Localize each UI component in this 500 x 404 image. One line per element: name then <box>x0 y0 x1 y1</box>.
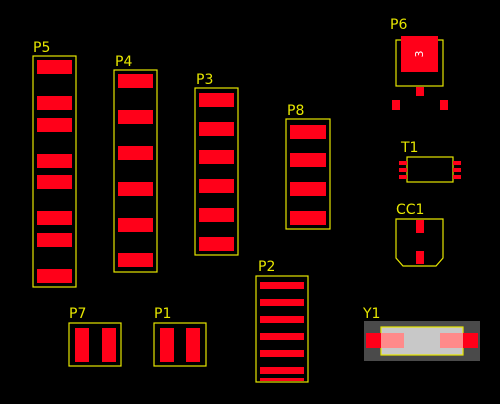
t1-pad-4 <box>453 161 461 165</box>
component-p5[interactable]: P5 <box>32 40 77 288</box>
p3-pad-4 <box>199 179 234 193</box>
component-y1[interactable]: Y1 <box>362 306 480 361</box>
p8-label: P8 <box>287 103 304 119</box>
p4-pad-2 <box>118 110 153 124</box>
p6-pad-1 <box>392 100 400 110</box>
component-p1[interactable]: P1 <box>153 306 207 367</box>
p2-pad-2 <box>260 299 304 306</box>
p1-outline <box>153 322 207 367</box>
cc1-label: CC1 <box>396 202 424 218</box>
p2-pad-6 <box>260 367 304 374</box>
p4-pad-6 <box>118 253 153 267</box>
p4-pad-1 <box>118 74 153 88</box>
p5-label: P5 <box>33 40 50 56</box>
p2-outline <box>255 275 309 383</box>
t1-pad-2 <box>399 168 407 172</box>
p6-pad-2 <box>440 100 448 110</box>
p2-pad-7 <box>260 378 304 381</box>
p3-outline <box>194 87 239 256</box>
component-p4[interactable]: P4 <box>113 54 158 273</box>
p4-pad-5 <box>118 218 153 232</box>
p7-pad-1 <box>75 328 89 362</box>
p1-pad-2 <box>186 328 200 362</box>
p2-pad-3 <box>260 316 304 323</box>
p8-pad-2 <box>290 153 326 167</box>
p5-pad-3 <box>37 118 72 132</box>
p1-pad-1 <box>160 328 174 362</box>
t1-pad-3 <box>399 175 407 179</box>
p3-pad-5 <box>199 208 234 222</box>
y1-label: Y1 <box>362 306 380 322</box>
t1-pad-1 <box>399 161 407 165</box>
t1-pad-6 <box>453 175 461 179</box>
p5-pad-1 <box>37 60 72 74</box>
component-p6[interactable]: P6 3 <box>390 17 448 110</box>
p3-pad-6 <box>199 237 234 251</box>
cc1-outline <box>395 218 444 267</box>
component-p8[interactable]: P8 <box>285 103 331 230</box>
p8-pad-1 <box>290 125 326 139</box>
p8-pad-4 <box>290 211 326 225</box>
p3-pad-1 <box>199 93 234 107</box>
p4-pad-3 <box>118 146 153 160</box>
p7-label: P7 <box>69 306 86 322</box>
component-p3[interactable]: P3 <box>194 72 239 256</box>
component-p2[interactable]: P2 <box>255 259 309 383</box>
p8-pad-3 <box>290 182 326 196</box>
p7-pad-2 <box>102 328 116 362</box>
cc1-pad-2 <box>416 251 424 264</box>
p8-outline <box>285 118 331 230</box>
p5-pad-5 <box>37 175 72 189</box>
p4-label: P4 <box>115 54 132 70</box>
p1-label: P1 <box>154 306 171 322</box>
p3-pad-3 <box>199 150 234 164</box>
p6-pad-center <box>416 87 424 96</box>
p7-outline <box>68 322 122 367</box>
p2-label: P2 <box>258 259 275 275</box>
p3-label: P3 <box>196 72 213 88</box>
t1-pad-5 <box>453 168 461 172</box>
p2-pad-1 <box>260 282 304 289</box>
p2-pad-4 <box>260 333 304 340</box>
y1-pad-2-overlap <box>440 333 463 348</box>
p6-label: P6 <box>390 17 407 33</box>
p6-pad-3 <box>401 36 438 72</box>
component-t1[interactable]: T1 <box>399 140 461 183</box>
y1-pad-1-overlap <box>381 333 404 348</box>
t1-outline <box>406 156 454 183</box>
p5-pad-8 <box>37 269 72 283</box>
p5-pad-7 <box>37 233 72 247</box>
p4-pad-4 <box>118 182 153 196</box>
p2-pad-5 <box>260 350 304 357</box>
p5-outline <box>32 55 77 288</box>
cc1-pad-1 <box>416 220 424 233</box>
component-p7[interactable]: P7 <box>68 306 122 367</box>
p4-outline <box>113 69 158 273</box>
p5-pad-6 <box>37 211 72 225</box>
p5-pad-2 <box>37 96 72 110</box>
p3-pad-2 <box>199 122 234 136</box>
component-cc1[interactable]: CC1 <box>395 202 444 267</box>
t1-label: T1 <box>400 140 418 156</box>
p5-pad-4 <box>37 154 72 168</box>
p6-pin-number: 3 <box>413 51 426 58</box>
